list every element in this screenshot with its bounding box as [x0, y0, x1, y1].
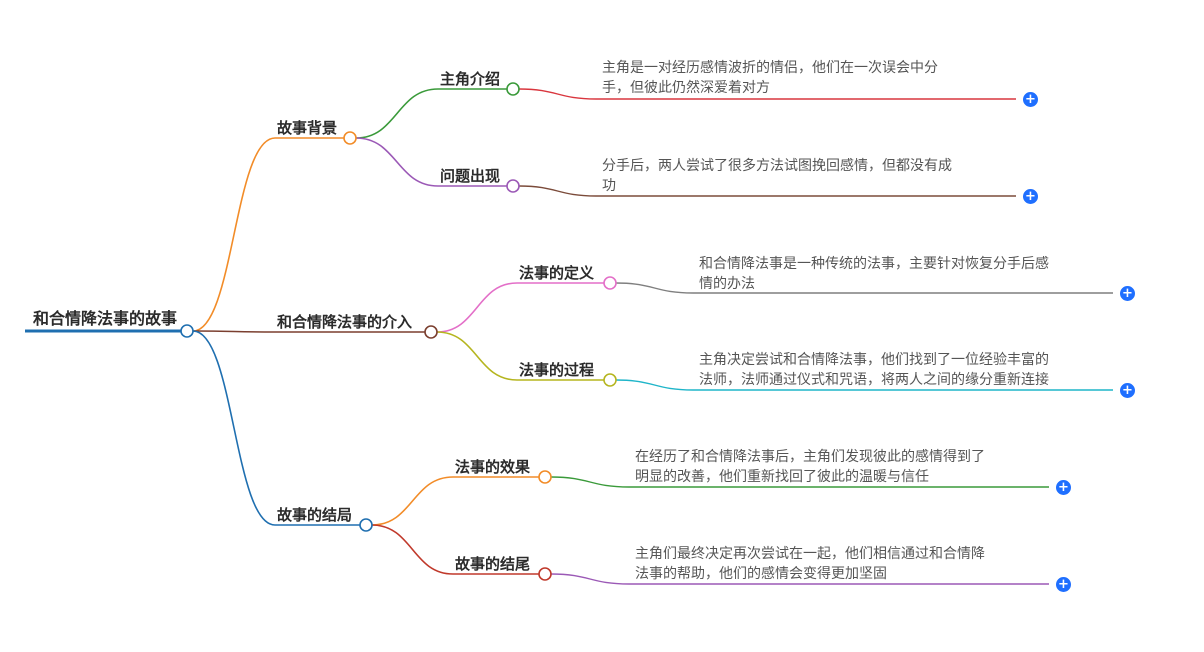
subtopic-node-circle[interactable]: [603, 373, 617, 387]
leaf-text-line: 和合情降法事是一种传统的法事，主要针对恢复分手后感: [699, 256, 1049, 272]
leaf-text-line: 手，但彼此仍然深爱着对方: [602, 80, 770, 96]
leaf-text: 主角们最终决定再次尝试在一起，他们相信通过和合情降法事的帮助，他们的感情会变得更…: [635, 544, 985, 584]
leaf-text: 和合情降法事是一种传统的法事，主要针对恢复分手后感情的办法: [699, 254, 1049, 294]
leaf-text-line: 法师，法师通过仪式和咒语，将两人之间的缘分重新连接: [699, 372, 1049, 388]
subtopic-node-circle[interactable]: [538, 470, 552, 484]
plus-circle-icon[interactable]: +: [1056, 480, 1071, 495]
plus-circle-icon[interactable]: +: [1023, 92, 1038, 107]
leaf-text-line: 法事的帮助，他们的感情会变得更加坚固: [635, 566, 887, 582]
leaf-text-line: 主角们最终决定再次尝试在一起，他们相信通过和合情降: [635, 546, 985, 562]
subtopic-node-label: 法事的效果: [455, 458, 531, 476]
subtopic-node-circle[interactable]: [538, 567, 552, 581]
subtopic-node-circle[interactable]: [603, 276, 617, 290]
leaf-text-line: 主角决定尝试和合情降法事，他们找到了一位经验丰富的: [699, 352, 1049, 368]
leaf-text: 在经历了和合情降法事后，主角们发现彼此的感情得到了明显的改善，他们重新找回了彼此…: [635, 447, 985, 487]
subtopic-node-label: 法事的过程: [519, 361, 594, 379]
plus-circle-icon[interactable]: +: [1056, 577, 1071, 592]
branch-node-label: 故事的结局: [277, 506, 352, 524]
plus-circle-icon[interactable]: +: [1023, 189, 1038, 204]
leaf-text-line: 明显的改善，他们重新找回了彼此的温暖与信任: [635, 469, 929, 485]
plus-circle-icon[interactable]: +: [1120, 286, 1135, 301]
leaf-connector: [615, 379, 694, 391]
subtopic-connector: [371, 524, 454, 575]
subtopic-connector: [355, 88, 439, 139]
branch-node-circle[interactable]: [359, 518, 373, 532]
leaf-connector: [615, 282, 694, 294]
branch-node-label: 故事背景: [277, 119, 337, 137]
plus-circle-icon[interactable]: +: [1120, 383, 1135, 398]
subtopic-connector: [436, 331, 518, 381]
subtopic-node-circle[interactable]: [506, 179, 520, 193]
leaf-text-line: 在经历了和合情降法事后，主角们发现彼此的感情得到了: [635, 449, 985, 465]
leaf-connector: [550, 573, 630, 585]
subtopic-node-circle[interactable]: [506, 82, 520, 96]
branch-node-circle[interactable]: [343, 131, 357, 145]
branch-connector: [192, 330, 276, 333]
root-node-label: 和合情降法事的故事: [33, 309, 177, 328]
branch-connector: [192, 137, 276, 332]
branch-node-circle[interactable]: [424, 325, 438, 339]
subtopic-node-label: 问题出现: [440, 167, 500, 185]
leaf-connector: [518, 185, 597, 197]
subtopic-connector: [371, 476, 454, 526]
branch-node-label: 和合情降法事的介入: [277, 313, 412, 331]
leaf-connector: [518, 88, 597, 100]
leaf-text-line: 情的办法: [699, 276, 755, 292]
leaf-text: 主角是一对经历感情波折的情侣，他们在一次误会中分手，但彼此仍然深爱着对方: [602, 58, 938, 98]
subtopic-node-label: 主角介绍: [440, 70, 500, 88]
subtopic-node-label: 法事的定义: [519, 264, 594, 282]
subtopic-connector: [436, 282, 518, 333]
leaf-text-line: 功: [602, 178, 616, 194]
leaf-text: 分手后，两人尝试了很多方法试图挽回感情，但都没有成功: [602, 156, 952, 196]
root-node-circle[interactable]: [180, 324, 194, 338]
leaf-text: 主角决定尝试和合情降法事，他们找到了一位经验丰富的法师，法师通过仪式和咒语，将两…: [699, 350, 1049, 390]
leaf-text-line: 主角是一对经历感情波折的情侣，他们在一次误会中分: [602, 60, 938, 76]
subtopic-connector: [355, 137, 439, 187]
subtopic-node-label: 故事的结尾: [455, 555, 530, 573]
branch-connector: [192, 330, 276, 526]
leaf-connector: [550, 476, 630, 488]
leaf-text-line: 分手后，两人尝试了很多方法试图挽回感情，但都没有成: [602, 158, 952, 174]
